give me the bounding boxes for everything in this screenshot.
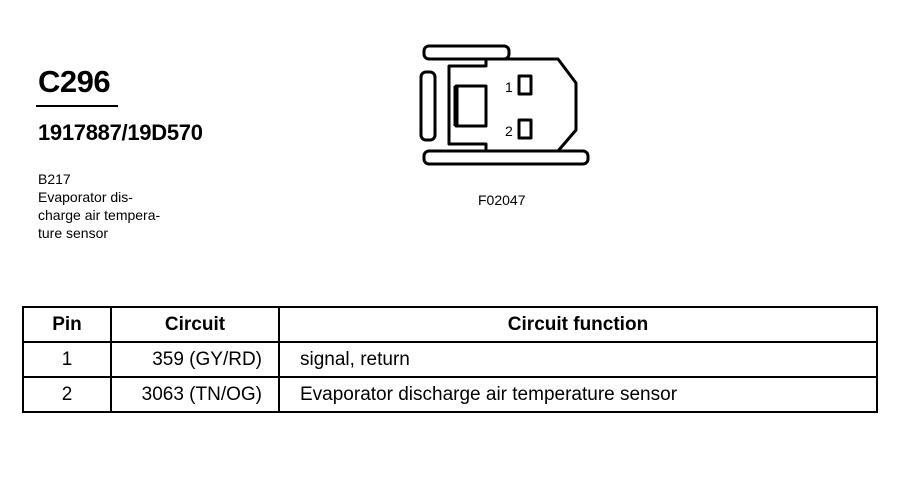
left-rail [419, 70, 437, 142]
bottom-latch [422, 149, 590, 166]
component-info: B217 Evaporator dis- charge air tempera-… [38, 170, 160, 242]
circuit-cell: 3063 (TN/OG) [110, 376, 280, 413]
pin-cavity-2 [517, 118, 533, 140]
pin-label-2: 2 [505, 123, 513, 139]
function-cell: Evaporator discharge air temperature sen… [278, 376, 878, 413]
table-row: 1 359 (GY/RD) signal, return [22, 341, 878, 378]
function-cell: signal, return [278, 341, 878, 378]
circuit-cell: 359 (GY/RD) [110, 341, 280, 378]
top-latch [422, 44, 511, 61]
pin-cavity-1 [517, 74, 533, 96]
pin-label-1: 1 [505, 79, 513, 95]
table-header-row: Pin Circuit Circuit function [22, 306, 878, 343]
connector-id-underline [36, 105, 118, 107]
figure-reference: F02047 [478, 192, 526, 208]
connector-body [447, 57, 578, 153]
component-description-line-3: ture sensor [38, 225, 109, 241]
connector-id: C296 [38, 64, 111, 99]
pin-cell: 1 [22, 341, 112, 378]
component-code: B217 [38, 171, 71, 187]
header-pin: Pin [22, 306, 112, 343]
pinout-table: Pin Circuit Circuit function 1 359 (GY/R… [22, 306, 878, 413]
header-circuit: Circuit [110, 306, 280, 343]
header-circuit-function: Circuit function [278, 306, 878, 343]
connector-face-diagram: 1 2 [419, 44, 590, 166]
component-description-line-1: Evaporator dis- [38, 189, 133, 205]
pin-cell: 2 [22, 376, 112, 413]
component-description-line-2: charge air tempera- [38, 207, 161, 223]
latch-window [454, 84, 488, 128]
table-row: 2 3063 (TN/OG) Evaporator discharge air … [22, 376, 878, 413]
part-number: 1917887/19D570 [38, 120, 203, 145]
